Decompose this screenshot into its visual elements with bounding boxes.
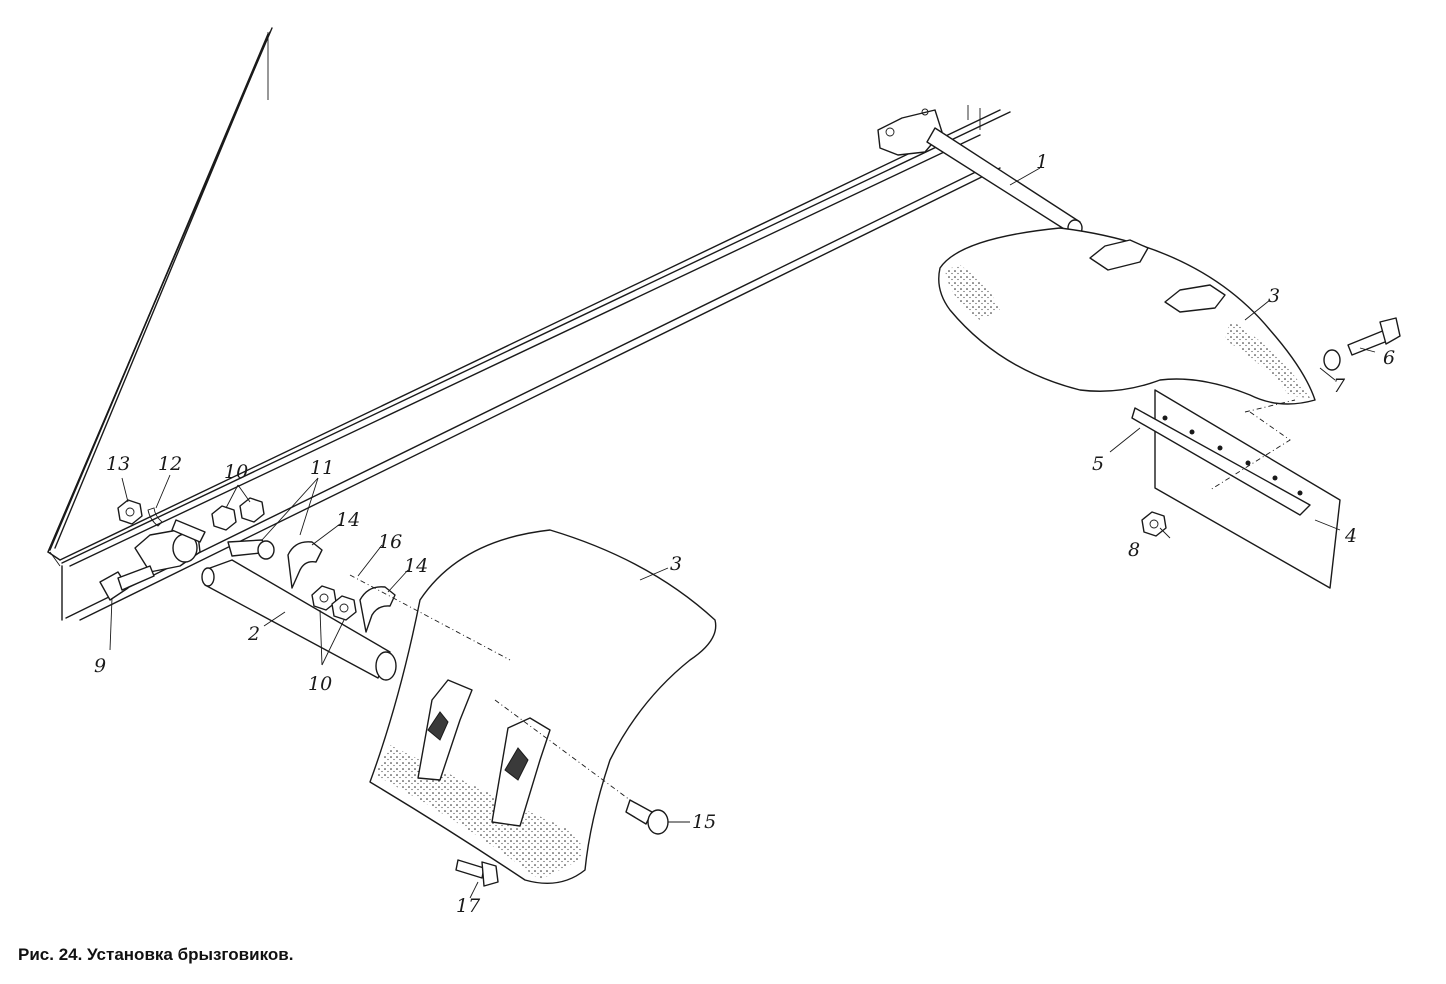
figure-caption: Рис. 24. Установка брызговиков. xyxy=(18,945,294,964)
callout-1: 1 xyxy=(1036,151,1048,173)
callout-5: 5 xyxy=(1092,453,1104,475)
callout-13: 13 xyxy=(106,453,130,475)
nut-icon xyxy=(1141,511,1167,537)
mudflap-icon xyxy=(938,227,1316,405)
callout-6: 6 xyxy=(1383,347,1395,369)
callout-8: 8 xyxy=(1128,539,1140,561)
nut-icon xyxy=(117,499,143,525)
callout-7: 7 xyxy=(1333,375,1346,397)
frame-rail xyxy=(47,27,1011,621)
callout-14-b: 14 xyxy=(404,555,428,577)
callout-4: 4 xyxy=(1344,525,1357,547)
callout-16: 16 xyxy=(378,531,402,553)
rod-icon xyxy=(204,559,391,679)
callout-14-a: 14 xyxy=(336,509,360,531)
mudflap-right xyxy=(938,227,1316,405)
rod-2 xyxy=(201,559,397,681)
mudflap-left xyxy=(349,529,717,885)
callout-3-right: 3 xyxy=(1268,285,1280,307)
callout-15: 15 xyxy=(692,811,716,833)
clamp-icon xyxy=(287,541,323,589)
plate-icon xyxy=(1154,389,1341,589)
left-fasteners xyxy=(99,497,275,601)
clamp-icon xyxy=(359,586,396,633)
washer-icon xyxy=(1323,349,1341,371)
bolt-icon xyxy=(625,799,653,825)
callout-3-left: 3 xyxy=(670,553,682,575)
leader-lines xyxy=(109,167,1376,899)
callout-10-bottom: 10 xyxy=(308,673,332,695)
plate-4 xyxy=(1131,389,1341,589)
callout-11: 11 xyxy=(310,457,334,479)
callout-17: 17 xyxy=(456,895,481,917)
rod-icon xyxy=(926,127,1081,235)
callouts: 1 2 3 3 4 5 6 7 8 9 10 10 11 12 13 14 14… xyxy=(94,151,1395,917)
clamps xyxy=(287,541,396,633)
callout-9: 9 xyxy=(94,655,106,677)
fasteners-right xyxy=(1141,317,1401,537)
callout-10-top: 10 xyxy=(224,461,248,483)
bolt-icon xyxy=(455,859,485,879)
callout-12: 12 xyxy=(158,453,182,475)
callout-2: 2 xyxy=(247,623,260,645)
bolt-15-17 xyxy=(455,799,669,887)
